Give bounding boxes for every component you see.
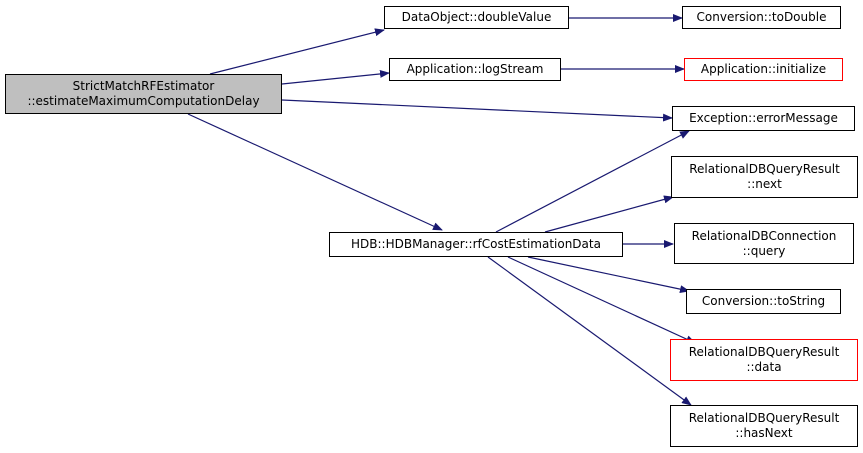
node-label-line2: ::next <box>747 177 782 191</box>
node-label: DataObject::doubleValue <box>401 10 552 24</box>
node-label: Application::logStream <box>406 62 544 76</box>
node-strictmatchrfestimator-estimatemaximumcomputationdelay: StrictMatchRFEstimator ::estimateMaximum… <box>5 74 282 114</box>
edge-root-to-logStream <box>281 69 390 85</box>
node-label: Exception::errorMessage <box>689 111 838 125</box>
edge-rfCost-to-toString <box>527 256 690 294</box>
edge-rfCost-to-data <box>507 256 696 344</box>
node-label: Application::initialize <box>700 62 827 76</box>
node-label-line2: ::data <box>746 360 782 374</box>
node-label-line2: ::estimateMaximumComputationDelay <box>27 94 260 108</box>
node-relationaldbqueryresult-hasnext[interactable]: RelationalDBQueryResult ::hasNext <box>670 405 858 447</box>
node-label-line1: RelationalDBQueryResult <box>688 411 840 425</box>
node-dataobject-doublevalue[interactable]: DataObject::doubleValue <box>384 6 569 29</box>
node-conversion-tostring[interactable]: Conversion::toString <box>686 289 841 314</box>
edge-root-to-errorMessage <box>281 99 673 122</box>
edge-rfCost-to-errorMessage <box>495 130 690 233</box>
node-label: Conversion::toString <box>701 294 826 308</box>
node-label-line1: RelationalDBQueryResult <box>688 345 840 359</box>
node-label-line1: RelationalDBConnection <box>691 228 837 243</box>
node-exception-errormessage[interactable]: Exception::errorMessage <box>672 106 855 131</box>
node-application-initialize[interactable]: Application::initialize <box>684 58 843 81</box>
edge-root-to-rfCost <box>187 113 443 231</box>
node-relationaldbconnection-query[interactable]: RelationalDBConnection ::query <box>674 223 854 264</box>
node-label-line2: ::hasNext <box>735 426 793 440</box>
node-relationaldbqueryresult-next[interactable]: RelationalDBQueryResult ::next <box>671 156 858 198</box>
edge-root-to-doubleValue <box>209 28 385 75</box>
node-label-line2: ::query <box>742 243 786 258</box>
node-label: Conversion::toDouble <box>696 10 827 24</box>
node-relationaldbqueryresult-data[interactable]: RelationalDBQueryResult ::data <box>670 339 858 381</box>
node-label-line1: StrictMatchRFEstimator <box>72 79 215 93</box>
edge-rfCost-to-hasNext <box>487 256 692 406</box>
node-hdbmanager-rfcostestimationdata[interactable]: HDB::HDBManager::rfCostEstimationData <box>329 232 623 257</box>
node-label-line1: RelationalDBQueryResult <box>689 162 840 176</box>
node-application-logstream[interactable]: Application::logStream <box>389 58 561 81</box>
node-conversion-todouble[interactable]: Conversion::toDouble <box>682 6 841 29</box>
node-label: HDB::HDBManager::rfCostEstimationData <box>351 237 601 251</box>
edge-rfCost-to-next <box>544 195 674 233</box>
